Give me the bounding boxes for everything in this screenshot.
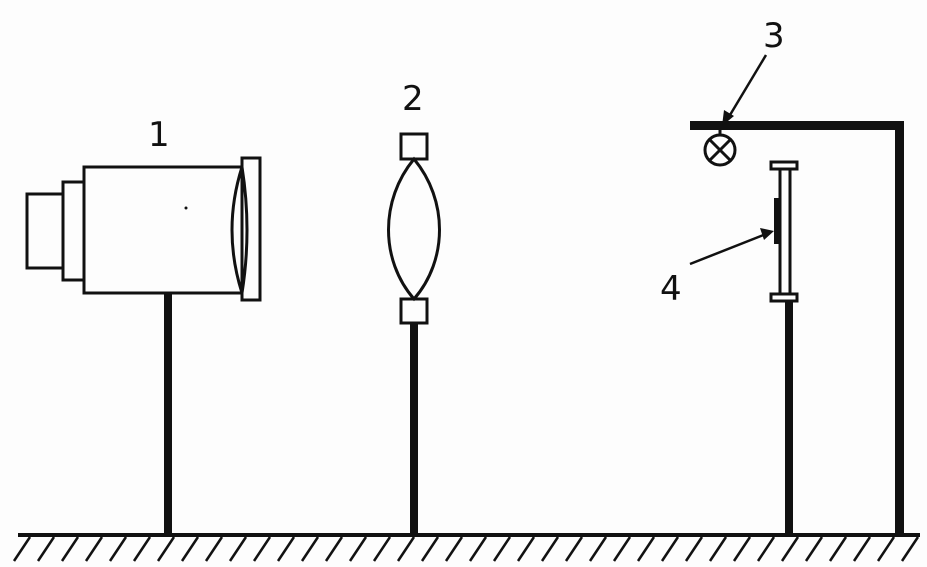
label-lens: 2 [402, 79, 424, 119]
lamp-icon [703, 130, 737, 167]
camera-stand [164, 293, 172, 535]
sample-strip [774, 198, 779, 244]
lens-stand [410, 323, 418, 535]
label-sample: 4 [660, 269, 682, 309]
label-camera: 1 [148, 115, 170, 155]
lens-element [387, 156, 441, 302]
camera [25, 156, 262, 535]
lens-top-mount [399, 132, 429, 161]
label-lamp: 3 [763, 16, 785, 56]
sample-holder [769, 160, 799, 535]
label-4-leader [689, 228, 774, 266]
lamp-gantry [690, 121, 904, 535]
lens-assembly [387, 132, 441, 535]
label-3-leader [722, 54, 768, 126]
sample-stand [785, 301, 793, 535]
ground-hatching [12, 536, 920, 562]
lens-bottom-mount [399, 297, 429, 325]
